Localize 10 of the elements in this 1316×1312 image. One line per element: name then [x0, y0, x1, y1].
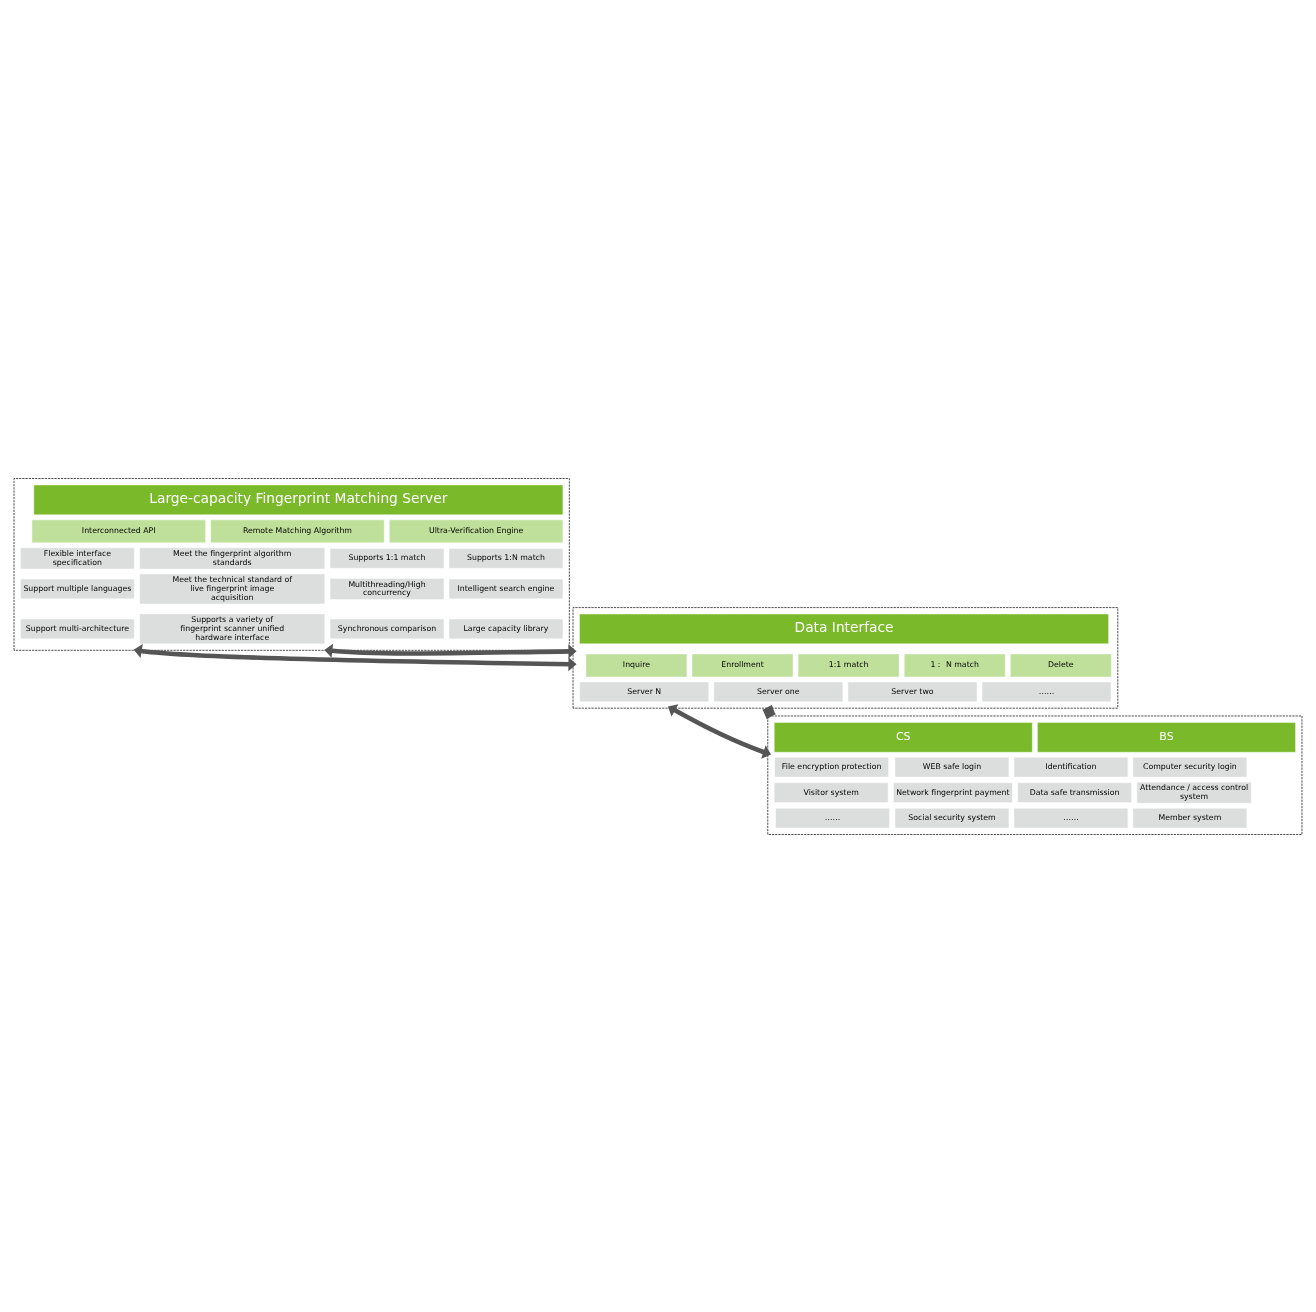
arrow	[324, 643, 577, 658]
node-box: CS	[774, 721, 1033, 752]
node-box: Large-capacity Fingerprint Matching Server	[33, 484, 564, 515]
node-box: BS	[1037, 721, 1296, 752]
arrow	[133, 643, 577, 671]
cluster	[767, 715, 1303, 835]
arrow	[762, 704, 776, 719]
node-box: Data Interface	[579, 613, 1109, 644]
cluster	[572, 606, 1119, 709]
cluster	[13, 477, 570, 651]
